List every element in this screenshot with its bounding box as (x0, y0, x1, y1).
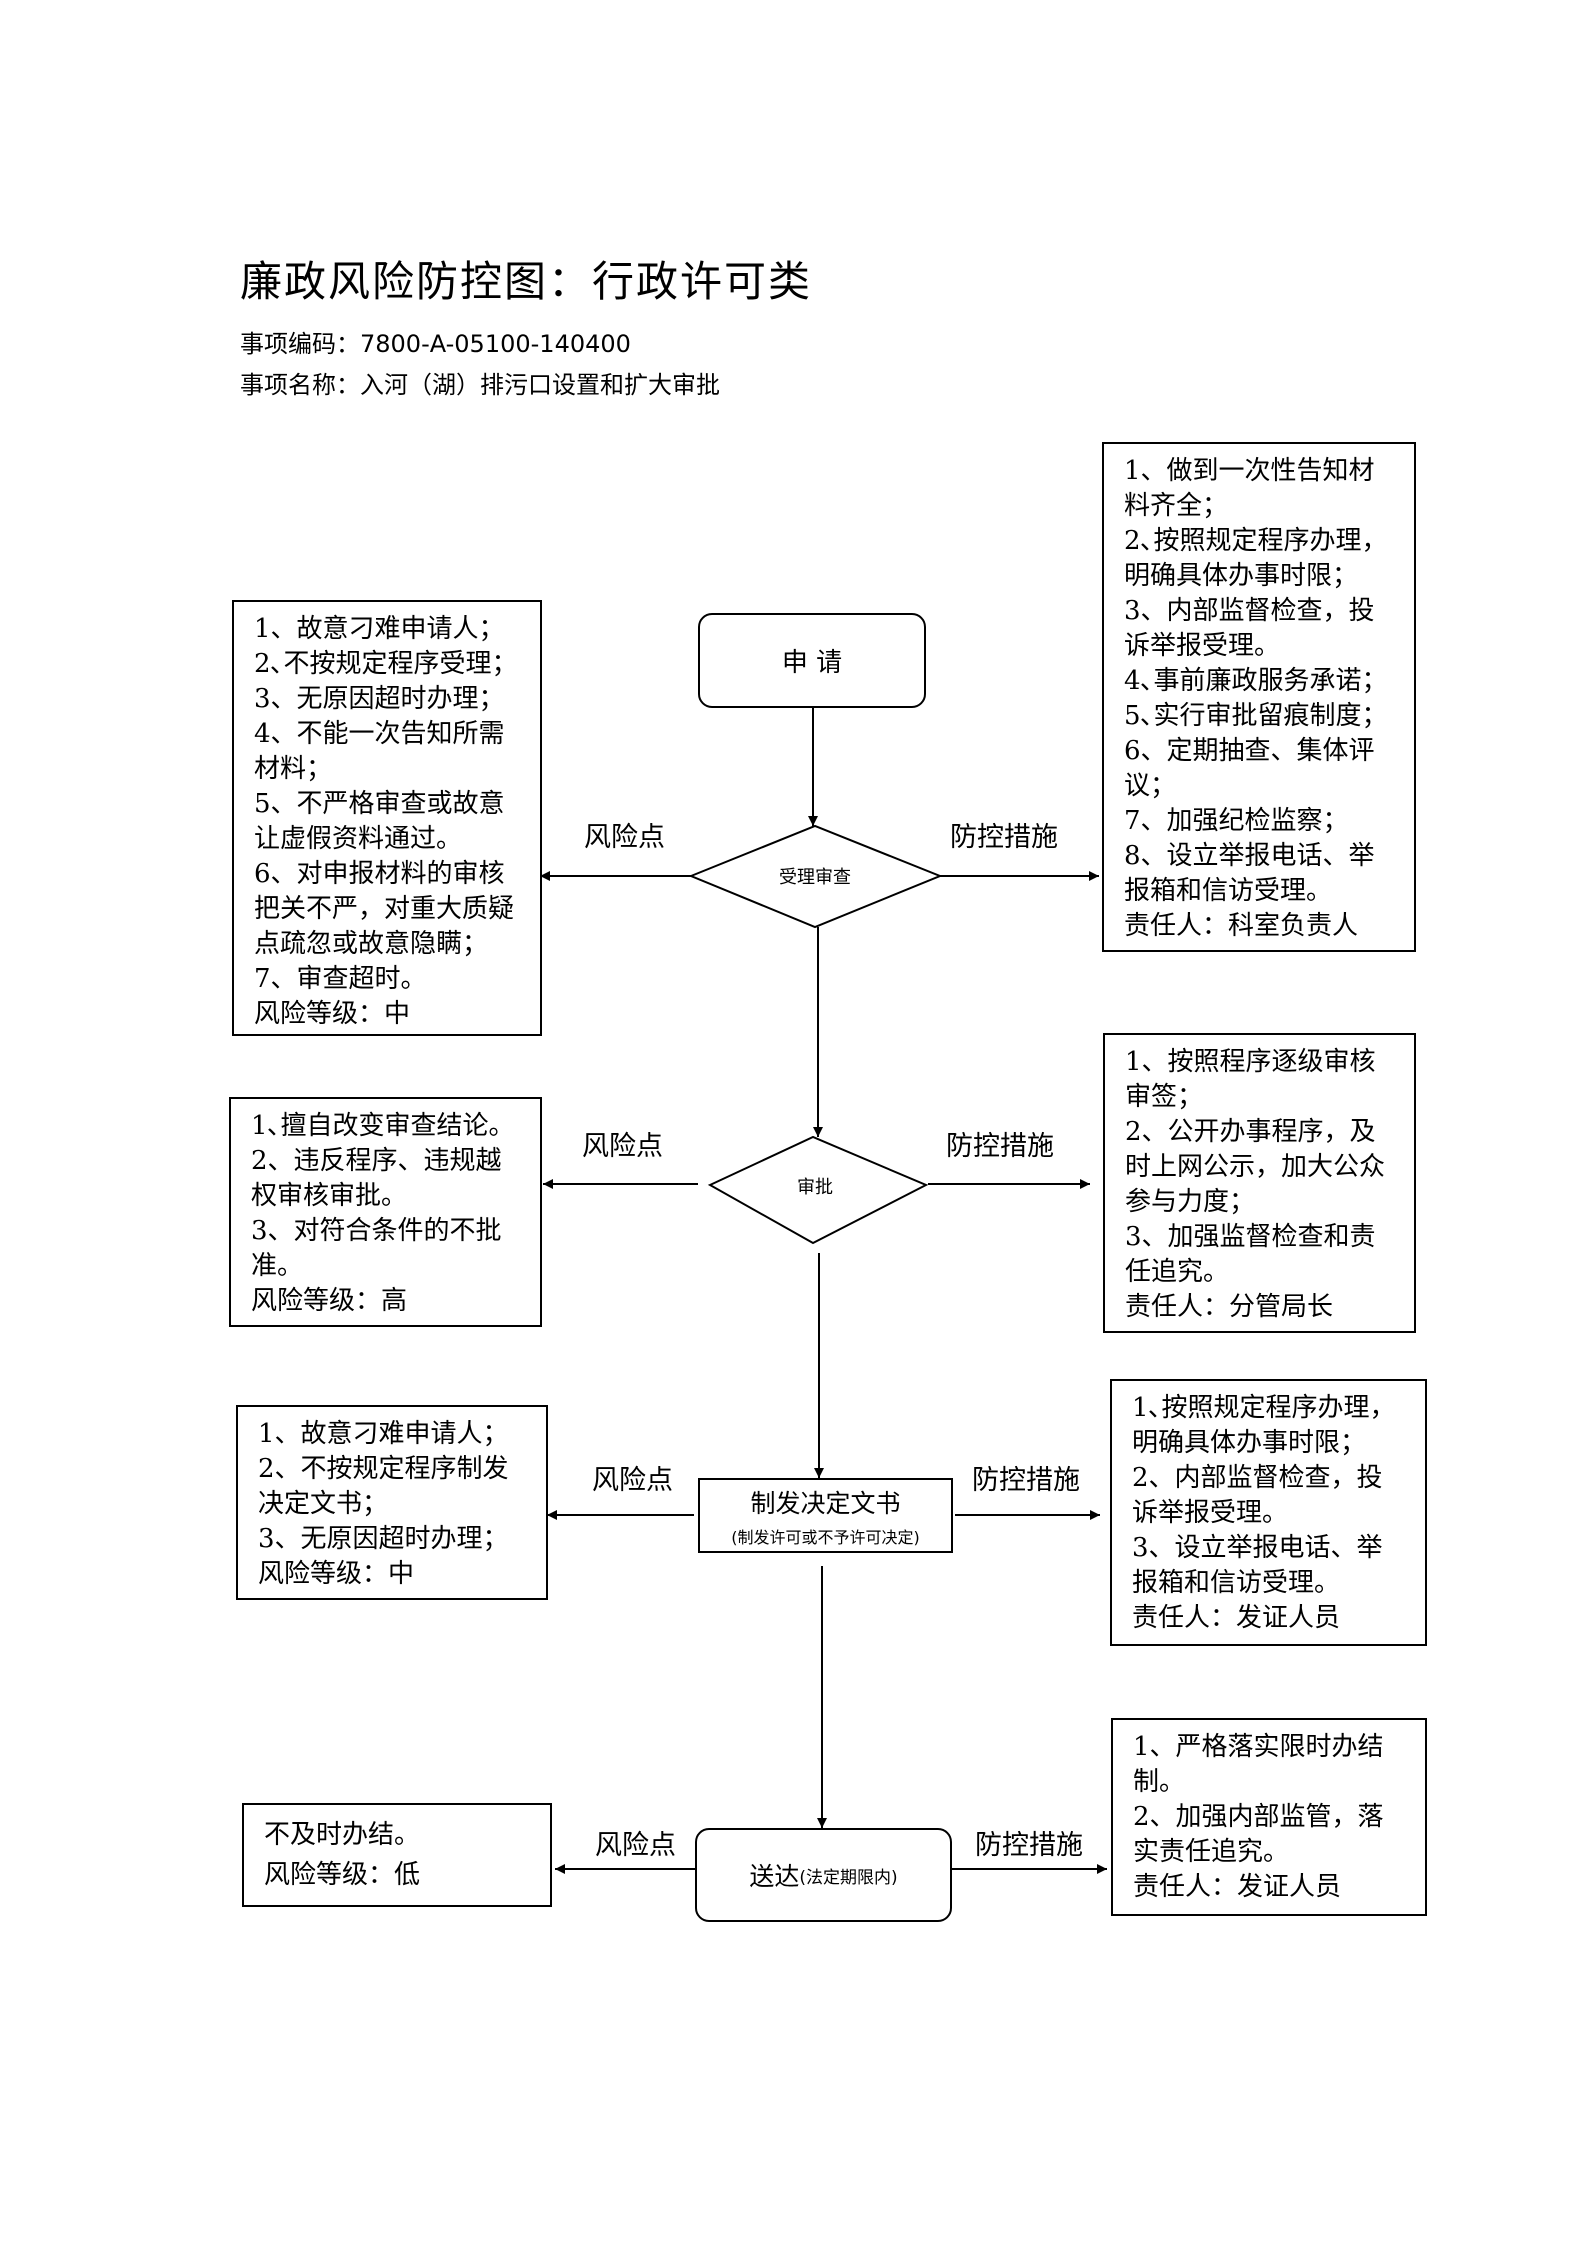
risk-1-line: 让虚假资料通过。 (254, 824, 463, 854)
risk-box-3: 1、故意刁难申请人； 2、不按规定程序制发 决定文书； 3、无原因超时办理； 风… (236, 1405, 548, 1600)
risk-2-line: 权审核审批。 (251, 1181, 408, 1211)
measure-3-line: 明确具体办事时限； (1132, 1428, 1367, 1458)
review-diamond (688, 824, 943, 929)
decision-node-sublabel: (制发许可或不予许可决定) (731, 1527, 920, 1547)
risk-label-2: 风险点 (582, 1131, 663, 1162)
risk-2-line: 2、违反程序、违规越 (251, 1146, 502, 1176)
risk-4-line: 不及时办结。 (264, 1820, 421, 1850)
measure-1-line: 3、内部监督检查，投 (1124, 596, 1375, 626)
risk-1-line: 点疏忽或故意隐瞒； (254, 929, 489, 959)
risk-1-line: 5、不严格审查或故意 (254, 789, 505, 819)
measure-1-line: 料齐全； (1124, 491, 1229, 521)
measure-box-1: 1、做到一次性告知材 料齐全； 2､按照规定程序办理， 明确具体办事时限； 3、… (1102, 442, 1416, 952)
review-node: 受理审查 (725, 856, 905, 896)
approve-diamond (707, 1135, 929, 1245)
measure-2-line: 2、公开办事程序，及 (1125, 1117, 1376, 1147)
risk-1-line: 3、无原因超时办理； (254, 684, 505, 714)
risk-label-3: 风险点 (592, 1465, 673, 1496)
risk-box-2: 1､擅自改变审查结论。 2、违反程序、违规越 权审核审批。 3、对符合条件的不批… (229, 1097, 542, 1327)
measure-1-line: 报箱和信访受理。 (1124, 876, 1333, 906)
risk-box-1: 1、故意刁难申请人； 2､不按规定程序受理； 3、无原因超时办理； 4、不能一次… (232, 600, 542, 1036)
measure-3-line: 报箱和信访受理。 (1132, 1568, 1341, 1598)
measure-1-line: 4､事前廉政服务承诺； (1124, 666, 1388, 696)
measure-2-line: 3、加强监督检查和责 (1125, 1222, 1376, 1252)
measure-1-line: 议； (1124, 771, 1177, 801)
risk-1-line: 7、审查超时。 (254, 964, 427, 994)
measure-1-line: 8、设立举报电话、举 (1124, 841, 1375, 871)
item-code: 事项编码：7800-A-05100-140400 (240, 330, 631, 358)
risk-box-4: 不及时办结。 风险等级：低 (242, 1803, 552, 1907)
measure-1-line: 5､实行审批留痕制度； (1124, 701, 1388, 731)
measure-box-3: 1､按照规定程序办理， 明确具体办事时限； 2、内部监督检查，投 诉举报受理。 … (1110, 1379, 1427, 1646)
risk-1-line: 2､不按规定程序受理； (254, 649, 518, 679)
measure-label-4: 防控措施 (975, 1830, 1083, 1861)
risk-level-1: 风险等级：中 (254, 999, 411, 1029)
risk-3-line: 3、无原因超时办理； (258, 1524, 509, 1554)
risk-1-line: 把关不严，对重大质疑 (254, 894, 515, 924)
apply-node: 申 请 (698, 613, 926, 708)
item-name: 事项名称：入河（湖）排污口设置和扩大审批 (240, 371, 720, 399)
measure-1-line: 明确具体办事时限； (1124, 561, 1359, 591)
measure-1-line: 1、做到一次性告知材 (1124, 456, 1375, 486)
risk-level-4: 风险等级：低 (264, 1860, 421, 1890)
measure-1-line: 2､按照规定程序办理， (1124, 526, 1388, 556)
measure-1-line: 7、加强纪检监察； (1124, 806, 1349, 836)
approve-node: 审批 (740, 1168, 890, 1204)
risk-label-4: 风险点 (595, 1830, 676, 1861)
responsible-person-3: 责任人：发证人员 (1132, 1603, 1341, 1633)
measure-1-line: 6、定期抽查、集体评 (1124, 736, 1375, 766)
measure-4-line: 2、加强内部监管，落 (1133, 1802, 1384, 1832)
risk-3-line: 决定文书； (258, 1489, 389, 1519)
measure-3-line: 3、设立举报电话、举 (1132, 1533, 1383, 1563)
deliver-node: 送达 (法定期限内) (695, 1828, 952, 1922)
risk-1-line: 4、不能一次告知所需 (254, 719, 505, 749)
measure-label-1: 防控措施 (950, 822, 1058, 853)
risk-1-line: 1、故意刁难申请人； (254, 614, 505, 644)
measure-4-line: 制。 (1133, 1767, 1186, 1797)
measure-4-line: 实责任追究。 (1133, 1837, 1290, 1867)
measure-label-3: 防控措施 (972, 1465, 1080, 1496)
measure-2-line: 任追究。 (1125, 1257, 1230, 1287)
deliver-node-label: 送达 (749, 1862, 800, 1891)
measure-1-line: 诉举报受理。 (1124, 631, 1281, 661)
measure-label-2: 防控措施 (946, 1131, 1054, 1162)
approve-node-label: 审批 (797, 1177, 833, 1198)
measure-2-line: 参与力度； (1125, 1187, 1256, 1217)
responsible-person-2: 责任人：分管局长 (1125, 1292, 1334, 1322)
measure-box-4: 1、严格落实限时办结 制。 2、加强内部监管，落 实责任追究。 责任人：发证人员 (1111, 1718, 1427, 1916)
risk-label-1: 风险点 (584, 822, 665, 853)
measure-2-line: 审签； (1125, 1082, 1204, 1112)
measure-2-line: 1、按照程序逐级审核 (1125, 1047, 1376, 1077)
measure-3-line: 1､按照规定程序办理， (1132, 1393, 1396, 1423)
deliver-node-sublabel: (法定期限内) (799, 1867, 898, 1888)
responsible-person-1: 责任人：科室负责人 (1124, 911, 1359, 941)
review-node-label: 受理审查 (779, 867, 851, 888)
risk-1-line: 6、对申报材料的审核 (254, 859, 505, 889)
measure-2-line: 时上网公示，加大公众 (1125, 1152, 1386, 1182)
risk-1-line: 材料； (254, 754, 333, 784)
measure-3-line: 2、内部监督检查，投 (1132, 1463, 1383, 1493)
risk-level-3: 风险等级：中 (258, 1559, 415, 1589)
risk-level-2: 风险等级：高 (251, 1286, 408, 1316)
risk-2-line: 3、对符合条件的不批 (251, 1216, 502, 1246)
risk-2-line: 1､擅自改变审查结论。 (251, 1111, 515, 1141)
risk-2-line: 准。 (251, 1251, 304, 1281)
decision-node-label: 制发决定文书 (750, 1488, 901, 1518)
page-title: 廉政风险防控图：行政许可类 (240, 257, 813, 306)
measure-3-line: 诉举报受理。 (1132, 1498, 1289, 1528)
measure-box-2: 1、按照程序逐级审核 审签； 2、公开办事程序，及 时上网公示，加大公众 参与力… (1103, 1033, 1416, 1333)
decision-node: 制发决定文书 (制发许可或不予许可决定) (698, 1478, 953, 1553)
responsible-person-4: 责任人：发证人员 (1133, 1872, 1342, 1902)
risk-3-line: 2、不按规定程序制发 (258, 1454, 509, 1484)
measure-4-line: 1、严格落实限时办结 (1133, 1732, 1384, 1762)
risk-3-line: 1、故意刁难申请人； (258, 1419, 509, 1449)
apply-node-label: 申 请 (781, 648, 843, 678)
